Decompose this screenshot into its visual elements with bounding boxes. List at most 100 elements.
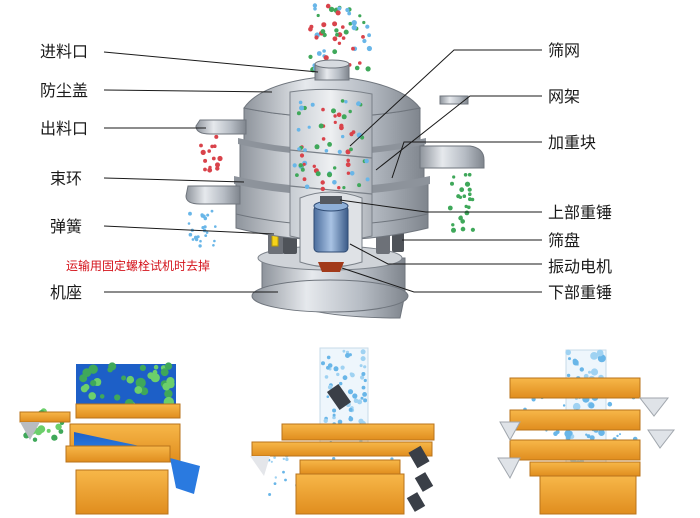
particle	[345, 350, 350, 354]
clamp-ring-upper	[238, 138, 426, 155]
particle	[363, 398, 368, 403]
labels-right-group: 筛网 网架 加重块 上部重锤 筛盘 振动电机 下部重锤	[548, 41, 612, 302]
particle	[321, 361, 325, 366]
label-dust-cover: 防尘盖	[40, 81, 88, 100]
particle	[303, 148, 307, 153]
particle	[470, 227, 475, 232]
particle	[302, 177, 307, 182]
particle	[313, 7, 317, 11]
particle	[349, 132, 354, 137]
label-feed-inlet: 进料口	[40, 42, 88, 61]
deck-frame-2	[281, 423, 435, 441]
particle	[299, 153, 305, 158]
particle	[134, 386, 143, 394]
particle	[166, 380, 175, 389]
particle	[164, 362, 173, 370]
labels-left-group: 进料口 防尘盖 出料口 束环 弹簧 机座	[40, 42, 88, 302]
particle	[356, 101, 361, 106]
particle	[135, 377, 146, 388]
label-vibration-motor: 振动电机	[548, 257, 612, 276]
particle	[364, 158, 369, 164]
particle	[332, 415, 336, 420]
tray-3	[529, 461, 641, 477]
particle	[203, 167, 207, 172]
particle	[211, 156, 216, 161]
label-base: 机座	[50, 283, 82, 302]
particle	[331, 108, 336, 114]
particle	[468, 192, 472, 196]
particle	[585, 433, 588, 436]
particle	[126, 375, 135, 384]
particle	[347, 11, 352, 16]
deck-frame	[75, 403, 181, 419]
particle	[337, 6, 342, 11]
particle	[342, 375, 348, 381]
particle	[282, 470, 285, 474]
particle	[32, 437, 38, 442]
outlet-right-top	[439, 95, 469, 105]
particle	[210, 144, 214, 149]
particle	[282, 457, 285, 461]
particle	[458, 195, 463, 199]
particle	[341, 36, 346, 40]
particle	[459, 187, 465, 193]
particle	[352, 393, 358, 399]
particle	[555, 430, 560, 434]
particle	[199, 239, 202, 243]
particle	[360, 349, 366, 355]
particle	[357, 399, 363, 405]
outlet-left-upper	[195, 119, 247, 135]
particle	[336, 372, 340, 377]
particle	[341, 114, 347, 120]
particle	[320, 186, 325, 192]
particle	[586, 434, 591, 439]
particle	[365, 24, 370, 29]
particle	[345, 162, 351, 168]
particle	[314, 35, 319, 40]
particle	[464, 181, 471, 187]
particle	[459, 215, 463, 219]
particle	[139, 364, 146, 371]
clamp-ring	[234, 176, 430, 195]
particle	[187, 222, 191, 225]
particle	[332, 408, 337, 413]
particle	[333, 166, 337, 170]
particle	[341, 134, 345, 139]
particle	[270, 460, 273, 463]
particle	[315, 171, 321, 177]
outlet-particles	[187, 134, 475, 248]
particle	[451, 223, 455, 227]
particle	[55, 423, 62, 430]
particle	[452, 175, 456, 179]
particle	[345, 353, 350, 358]
particle	[296, 111, 301, 116]
particle	[345, 7, 350, 13]
particle	[299, 105, 304, 111]
particle	[153, 364, 159, 370]
particle	[362, 20, 366, 25]
particle	[213, 239, 216, 243]
particle	[362, 392, 367, 397]
particle	[343, 29, 349, 35]
particle	[596, 349, 604, 357]
particle	[463, 173, 468, 177]
particle	[332, 49, 338, 55]
particle	[562, 404, 566, 407]
particle	[464, 204, 468, 209]
label-clamp-ring: 束环	[50, 169, 82, 188]
particle	[360, 356, 366, 362]
particle	[332, 457, 336, 461]
particle	[316, 13, 320, 18]
particle	[342, 349, 346, 353]
particle	[348, 416, 354, 422]
particle	[365, 177, 370, 182]
particle	[308, 54, 313, 60]
particle	[203, 216, 208, 221]
particle	[460, 219, 466, 224]
particle	[302, 162, 306, 166]
particle	[358, 418, 364, 424]
particle	[361, 372, 366, 376]
oversize-chip-2	[408, 445, 430, 469]
particle	[337, 149, 342, 154]
